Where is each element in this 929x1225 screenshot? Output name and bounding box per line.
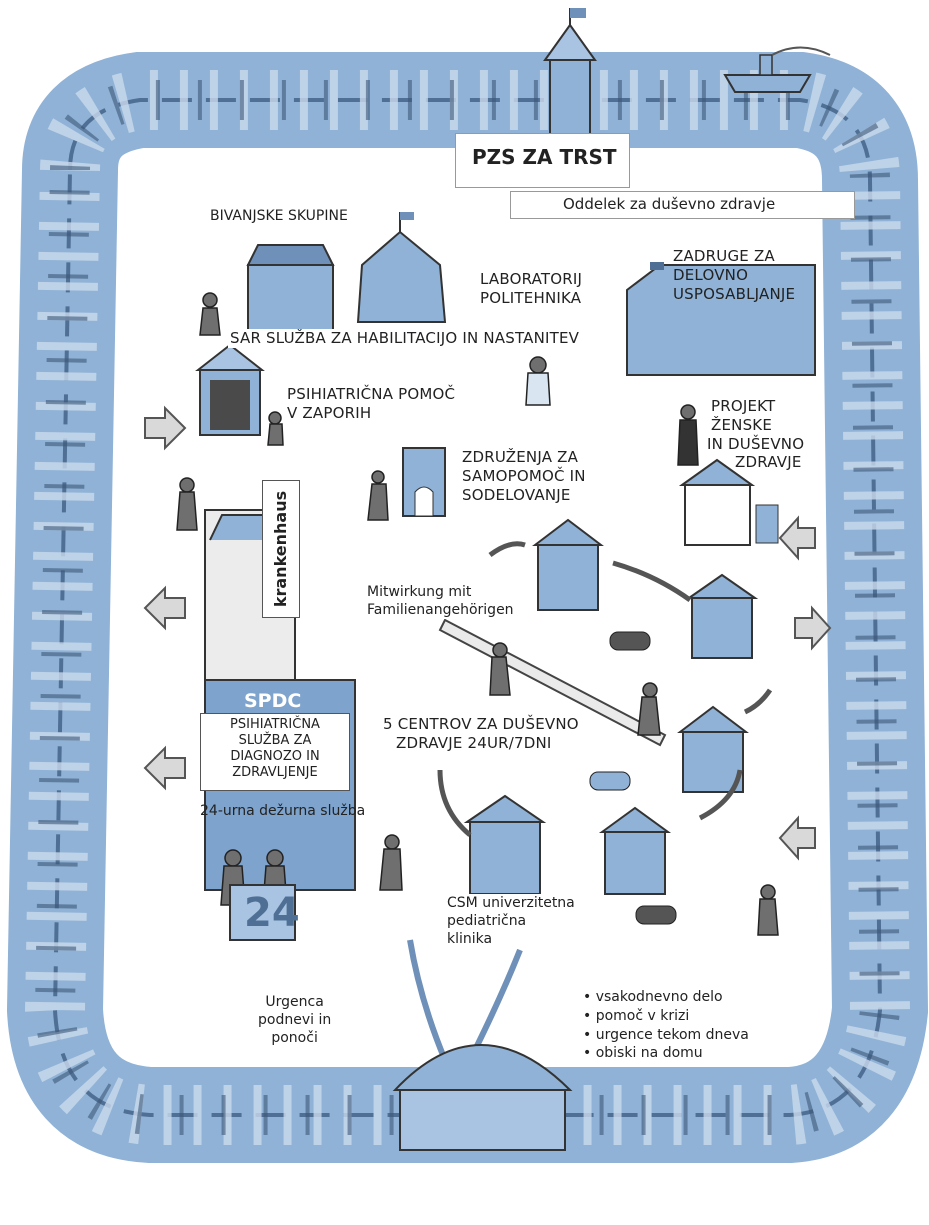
- header-subtitle-box: Oddelek za duševno zdravje: [510, 191, 855, 219]
- header-title-box: PZS ZA TRST: [455, 133, 630, 188]
- association-building-icon: [402, 447, 446, 517]
- dome-building-icon: [392, 1044, 573, 1151]
- header-title: PZS ZA TRST: [472, 145, 617, 169]
- spdc-description: PSIHIATRIČNA SLUŽBA ZA DIAGNOZO IN ZDRAV…: [200, 713, 350, 791]
- ship-icon: [723, 46, 831, 93]
- label-mitwirkung: Mitwirkung mit Familienangehörigen: [367, 584, 514, 619]
- list-item: pomoč v krizi: [583, 1007, 749, 1026]
- label-projekt: PROJEKT ŽENSKE IN DUŠEVNO ZDRAVJE: [707, 397, 805, 472]
- label-sar: SAR SLUŽBA ZA HABILITACIJO IN NASTANITEV: [228, 329, 582, 348]
- label-csm: CSM univerzitetna pediatrična klinika: [447, 894, 575, 949]
- label-urgenca: Urgenca podnevi in ponoči: [258, 994, 332, 1047]
- prison-building-icon: [195, 343, 265, 436]
- list-item: urgence tekom dneva: [583, 1026, 749, 1045]
- label-laboratorij: LABORATORIJ POLITEHNIKA: [480, 270, 583, 307]
- label-psihiatricna-pomoc: PSIHIATRIČNA POMOČ V ZAPORIH: [287, 385, 456, 422]
- services-list: vsakodnevno delo pomoč v krizi urgence t…: [583, 988, 749, 1063]
- label-krankenhaus: krankenhaus: [271, 490, 290, 608]
- list-item: obiski na domu: [583, 1044, 749, 1063]
- label-24-urna: 24-urna dežurna služba: [200, 803, 366, 819]
- spdc-title: SPDC: [244, 690, 302, 712]
- arrow-left-icons: [143, 405, 187, 791]
- cooperative-building-icon: [626, 262, 816, 376]
- list-item: vsakodnevno delo: [583, 988, 749, 1007]
- header-subtitle: Oddelek za duševno zdravje: [563, 195, 776, 213]
- two-way-arrow-icons: [437, 541, 773, 837]
- 24-hour-sign-icon: [229, 884, 296, 941]
- housing-building-icon: [246, 244, 335, 331]
- label-zdruzenja: ZDRUŽENJA ZA SAMOPOMOČ IN SODELOVANJE: [462, 448, 586, 504]
- laboratory-building-icon: [356, 212, 447, 323]
- sign-24-text: 24: [244, 890, 300, 936]
- car-icons: [589, 631, 677, 925]
- mental-health-centers-icons: [463, 518, 759, 895]
- women-project-building-icon: [678, 458, 779, 546]
- city-frame: [6, 52, 929, 1163]
- label-bivanjske-skupine: BIVANJSKE SKUPINE: [210, 208, 348, 224]
- krankenhaus-box: krankenhaus: [262, 480, 300, 618]
- label-5-centrov: 5 CENTROV ZA DUŠEVNO ZDRAVJE 24UR/7DNI: [383, 715, 579, 752]
- label-zadruge: ZADRUGE ZA DELOVNO USPOSABLJANJE: [673, 247, 796, 303]
- arrow-right-icons: [778, 515, 832, 861]
